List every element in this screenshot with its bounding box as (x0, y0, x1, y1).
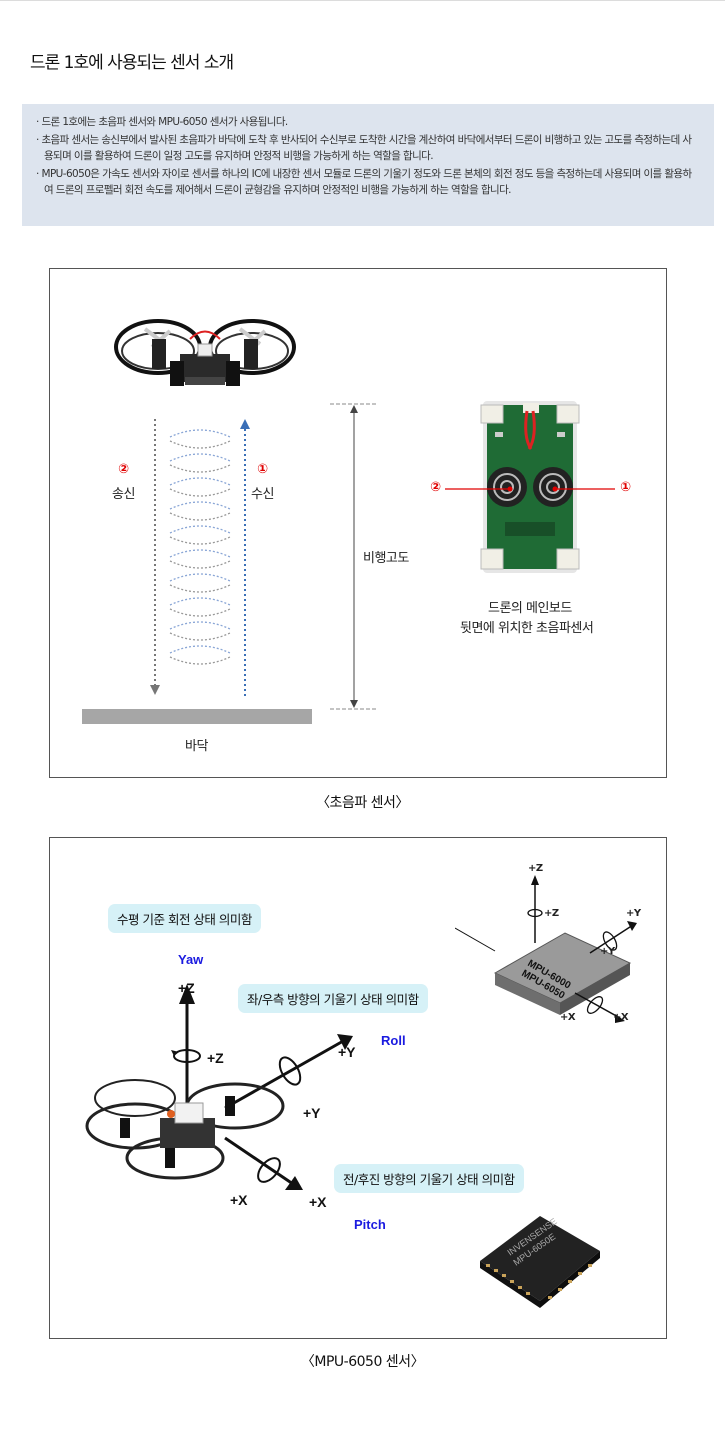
note-item: 드론 1호에는 초음파 센서와 MPU-6050 센서가 사용됩니다. (36, 114, 700, 130)
ultrasonic-caption: 〈초음파 센서〉 (316, 795, 409, 811)
axis-z-label: +Z (178, 980, 195, 996)
mpu-chip-diagram: MPU-6000 MPU-6050 (455, 875, 637, 1023)
note-item: 초음파 센서는 송신부에서 발사된 초음파가 바닥에 도착 후 반사되어 수신부… (36, 132, 700, 164)
top-divider (0, 0, 725, 1)
chip-axis-y-rot: +Y (600, 946, 615, 957)
pitch-description: 전/후진 방향의 기울기 상태 의미함 (334, 1164, 524, 1193)
chip-axis-y: +Y (626, 908, 641, 919)
mpu-panel: 수평 기준 회전 상태 의미함 Yaw 좌/우측 방향의 기울기 상태 의미함 … (49, 837, 667, 1339)
roll-label: Roll (381, 1033, 406, 1048)
drone-icon (114, 319, 296, 386)
chip-axis-z-rot: +Z (544, 908, 559, 919)
drone-axes-diagram (85, 984, 353, 1190)
axis-z-rotation-label: +Z (207, 1050, 224, 1066)
axis-x-label: +X (309, 1194, 327, 1210)
sensor-pointer-lines (445, 486, 615, 492)
receive-label: 수신 (251, 487, 274, 502)
board-number-left: ② (430, 480, 441, 495)
floor-bar (82, 709, 312, 724)
yaw-description: 수평 기준 회전 상태 의미함 (108, 904, 261, 933)
notes-box: 드론 1호에는 초음파 센서와 MPU-6050 센서가 사용됩니다. 초음파 … (22, 104, 714, 226)
yaw-label: Yaw (178, 952, 204, 967)
roll-description: 좌/우측 방향의 기울기 상태 의미함 (238, 984, 428, 1013)
chip-axis-x-rot: +X (560, 1012, 576, 1023)
board-caption-line1: 드론의 메인보드 (488, 601, 572, 616)
board-number-right: ① (620, 480, 631, 495)
board-caption-line2: 뒷면에 위치한 초음파센서 (460, 621, 594, 636)
page-title: 드론 1호에 사용되는 센서 소개 (30, 53, 234, 73)
axis-y-label: +Y (338, 1044, 356, 1060)
receive-number: ① (257, 462, 268, 477)
main-board-image (480, 401, 580, 573)
altitude-arrow (330, 403, 378, 710)
altitude-label: 비행고도 (363, 551, 409, 566)
axis-x-rotation-label: +X (230, 1192, 248, 1208)
transmit-number: ② (118, 462, 129, 477)
mpu-chip-photo: INVENSENSE MPU-6050E (480, 1216, 600, 1308)
transmit-label: 송신 (112, 487, 135, 502)
chip-axis-z-top: +Z (528, 863, 543, 874)
pitch-label: Pitch (354, 1217, 386, 1232)
ultrasonic-panel: ② 송신 ① 수신 비행고도 바닥 ② ① (49, 268, 667, 778)
chip-axis-x: +X (613, 1012, 629, 1023)
ultrasonic-wave-diagram (150, 419, 250, 697)
axis-y-rotation-label: +Y (303, 1105, 321, 1121)
mpu-caption: 〈MPU-6050 센서〉 (300, 1354, 425, 1370)
note-item: MPU-6050은 가속도 센서와 자이로 센서를 하나의 IC에 내장한 센서… (36, 166, 700, 198)
floor-label: 바닥 (185, 739, 208, 754)
